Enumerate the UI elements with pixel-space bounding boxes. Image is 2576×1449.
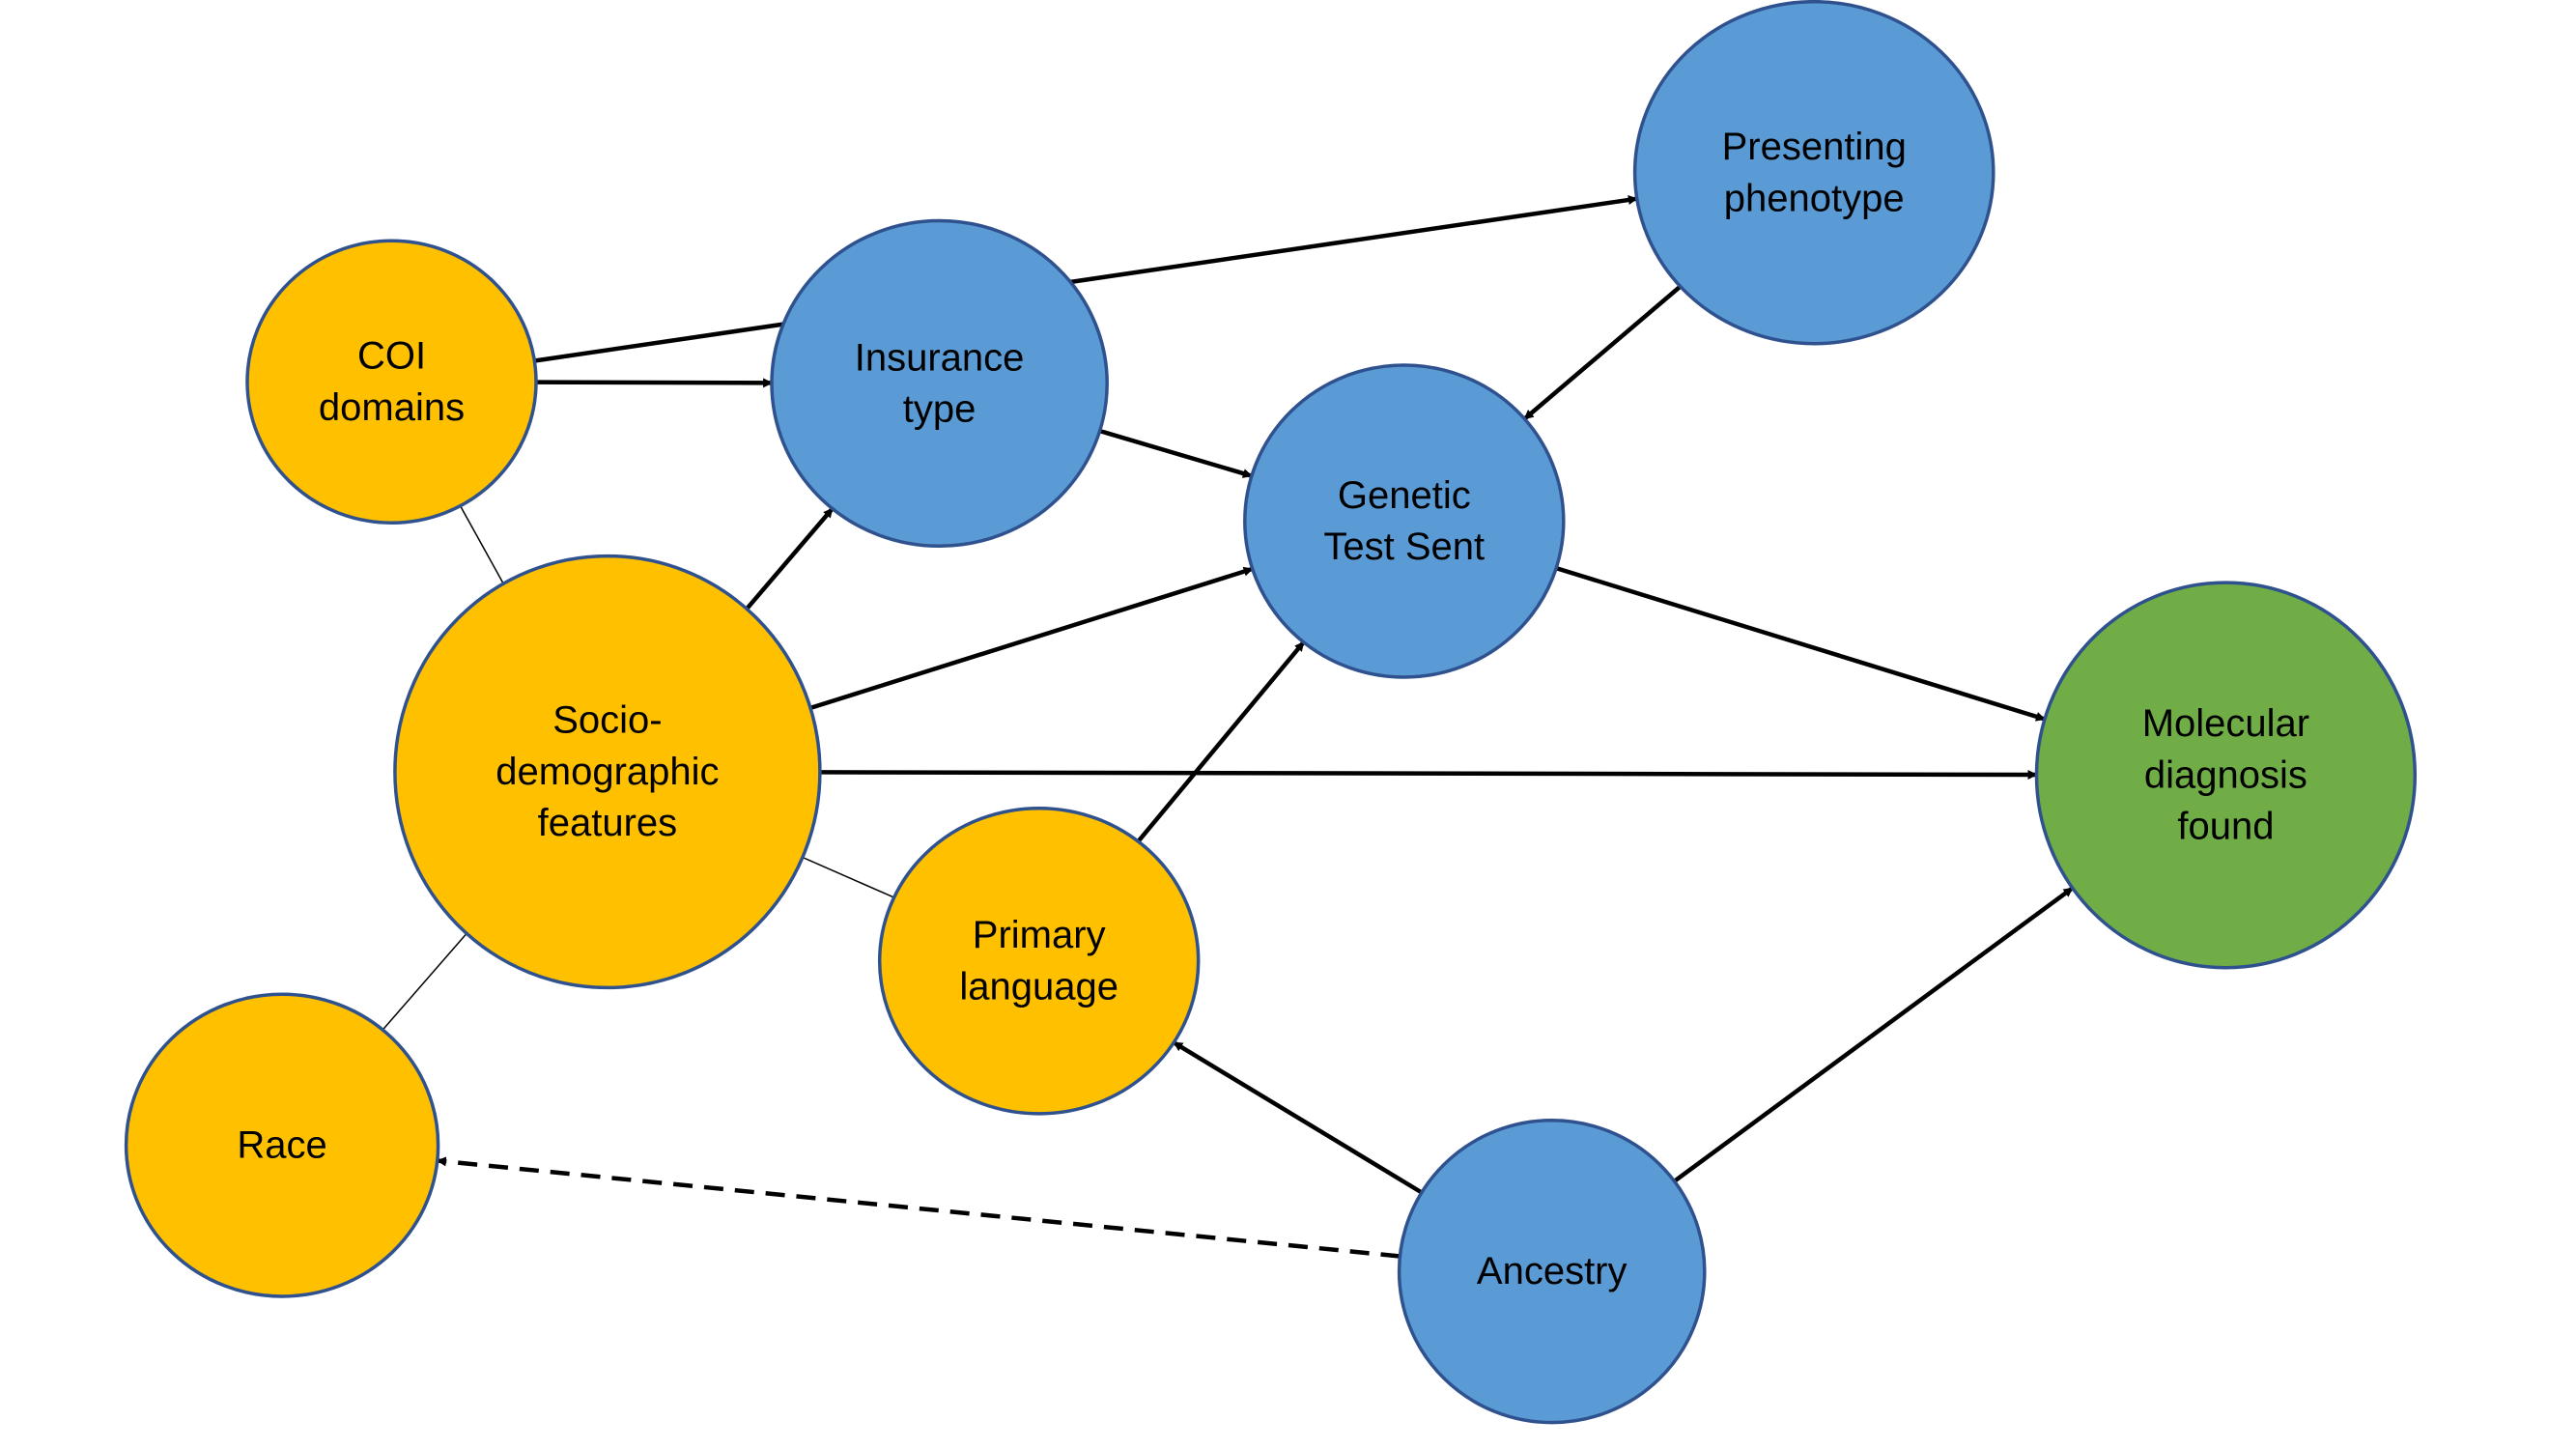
edge-ancestry-to-primary: [1173, 1040, 1424, 1195]
node-ancestry: Ancestry: [1397, 1119, 1707, 1425]
node-presenting-label: Presenting: [1722, 126, 1907, 168]
nodes-layer: COI domains Insurance type Presenting phenoty…: [124, 0, 2418, 1425]
node-primary-label: language: [959, 966, 1118, 1009]
edge-coi-to-insurance: [536, 378, 774, 388]
node-ancestry-circle: [1397, 1119, 1707, 1425]
node-socio-label: demographic: [495, 751, 719, 793]
node-presenting-circle: [1632, 0, 1996, 346]
node-socio: Socio-demographic features: [393, 554, 822, 990]
node-molecular-label: diagnosis: [2144, 753, 2307, 796]
node-presenting-label: phenotype: [1724, 177, 1905, 219]
edge-coi-to-socio: [459, 505, 504, 584]
node-insurance: Insurance type: [770, 218, 1109, 549]
node-genetic-label: Genetic: [1338, 474, 1471, 517]
edges-layer: [382, 195, 2075, 1259]
node-insurance-label: Insurance: [855, 336, 1025, 379]
edge-socio-to-race: [382, 932, 467, 1031]
edge-socio-to-genetic: [809, 566, 1254, 711]
node-insurance-label: type: [903, 388, 977, 431]
node-molecular-label: Molecular: [2142, 702, 2309, 745]
node-socio-circle: [393, 554, 822, 990]
node-presenting: Presenting phenotype: [1632, 0, 1996, 346]
node-coi-label: COI: [357, 335, 426, 378]
node-coi-circle: [245, 239, 538, 525]
edge-socio-to-molecular: [819, 769, 2038, 780]
node-molecular-label: found: [2177, 806, 2274, 848]
edge-primary-to-genetic: [1136, 640, 1306, 843]
node-socio-label: Socio-: [552, 699, 662, 742]
edge-insurance-to-genetic: [1098, 428, 1253, 478]
edge-genetic-to-molecular: [1555, 565, 2046, 722]
node-insurance-circle: [770, 218, 1109, 549]
node-molecular-circle: [2034, 581, 2418, 970]
edge-presenting-to-genetic: [1522, 284, 1683, 421]
node-race-label: Race: [237, 1124, 326, 1167]
node-primary-circle: [877, 806, 1201, 1116]
node-genetic-circle: [1243, 363, 1566, 679]
node-coi-label: domains: [319, 386, 465, 429]
edge-ancestry-to-molecular: [1673, 886, 2075, 1183]
node-molecular: Molecular diagnosis found: [2034, 581, 2418, 970]
edge-ancestry-to-race: [436, 1156, 1401, 1259]
edge-socio-to-primary: [802, 856, 895, 898]
node-race: Race: [124, 992, 440, 1298]
edge-socio-to-insurance: [745, 507, 835, 611]
node-race-circle: [124, 992, 440, 1298]
node-coi: COI domains: [245, 239, 538, 525]
node-ancestry-label: Ancestry: [1477, 1250, 1628, 1293]
edge-coi-to-presenting: [534, 195, 1638, 363]
node-genetic-label: Test Sent: [1323, 526, 1485, 568]
node-primary-label: Primary: [973, 914, 1106, 956]
node-primary: Primary language: [877, 806, 1201, 1116]
node-socio-label: features: [538, 802, 678, 844]
